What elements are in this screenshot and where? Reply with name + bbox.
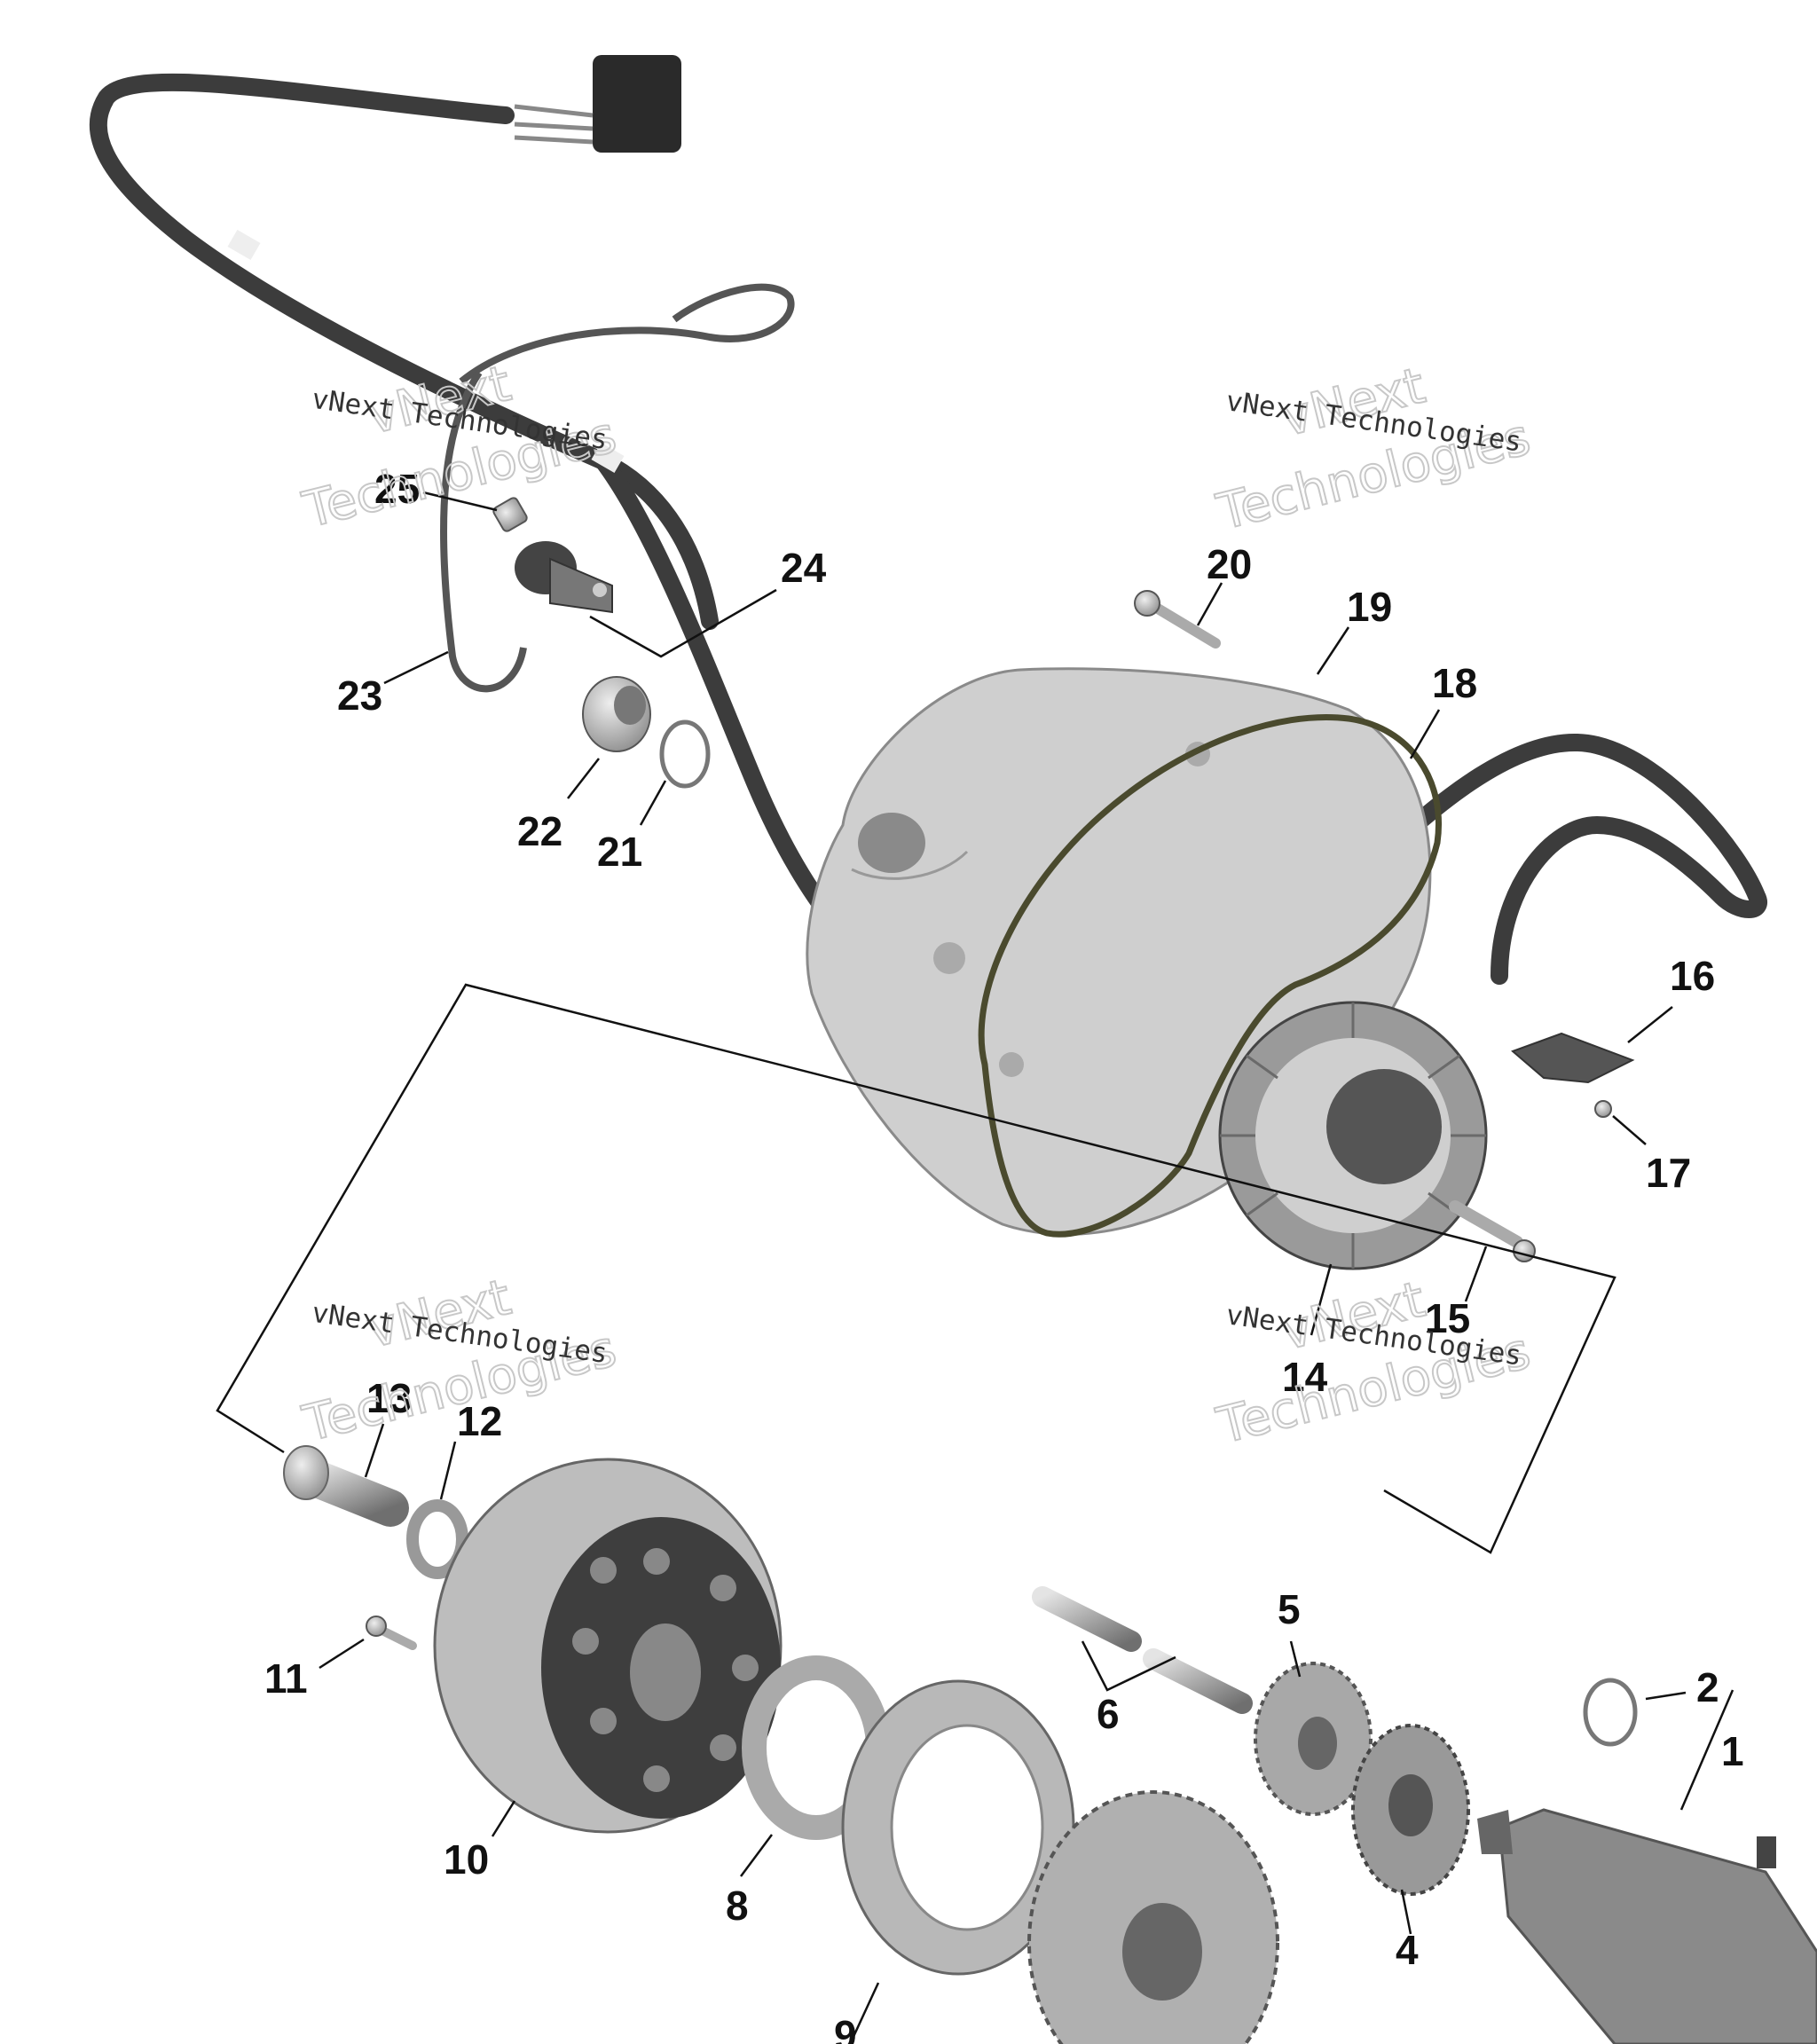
callout-9: 9 [834,2012,857,2044]
part-18-gasket [978,714,1442,1238]
part-24-sensor [515,541,613,614]
callout-5: 5 [1278,1586,1301,1632]
kit-bracket [216,983,1616,1554]
callout-16: 16 [1670,953,1715,999]
part-6-pins [1032,1586,1253,1714]
part-25-bolt [492,497,528,532]
part-16-bracket [1511,1032,1635,1084]
watermark-top-left: vNext Technologies vNext Technologies [296,354,623,540]
callout-labels: 1 2 4 5 6 8 9 10 11 12 13 14 15 16 17 18… [264,466,1744,2044]
upper-harness [89,55,1767,1036]
part-14-stator [1218,1001,1488,1270]
part-4-gear [1351,1724,1470,1896]
watermark-bottom-left: vNext Technologies vNext Technologies [296,1268,623,1454]
callout-12: 12 [457,1398,502,1444]
callout-8: 8 [726,1883,749,1929]
callout-17: 17 [1646,1150,1691,1196]
callout-23: 23 [337,672,382,719]
callout-20: 20 [1207,541,1252,587]
part-12-washer [406,1499,468,1579]
callout-25: 25 [374,466,420,512]
part-9-plate [841,1679,1075,1976]
part-21-o-ring [659,719,711,789]
part-17-screw [1594,1100,1612,1118]
part-22-bushing [582,676,651,752]
callout-14: 14 [1282,1354,1328,1400]
callout-2: 2 [1696,1664,1719,1710]
harness-connector-plug [514,55,681,153]
callout-1: 1 [1721,1728,1744,1774]
part-11-screw [366,1616,417,1650]
callout-6: 6 [1097,1691,1120,1737]
callout-22: 22 [517,808,562,854]
part-5-gear [1254,1662,1373,1816]
callout-4: 4 [1396,1927,1419,1973]
large-gear [1027,1790,1279,2044]
leader-lines [319,491,1734,2041]
callout-24: 24 [781,545,827,591]
callout-10: 10 [444,1836,489,1883]
part-1-starter [1477,1808,1817,2044]
callout-19: 19 [1347,584,1392,630]
part-10-flywheel [433,1458,783,1834]
callout-21: 21 [597,829,642,875]
callout-18: 18 [1432,660,1477,706]
watermark-top-right: vNext Technologies vNext Technologies [1210,356,1537,542]
part-2-o-ring [1583,1678,1638,1747]
part-13-bolt [283,1445,409,1527]
callout-13: 13 [366,1375,412,1421]
callout-11: 11 [264,1655,308,1702]
callout-15: 15 [1425,1295,1470,1341]
part-20-screw [1134,590,1221,649]
